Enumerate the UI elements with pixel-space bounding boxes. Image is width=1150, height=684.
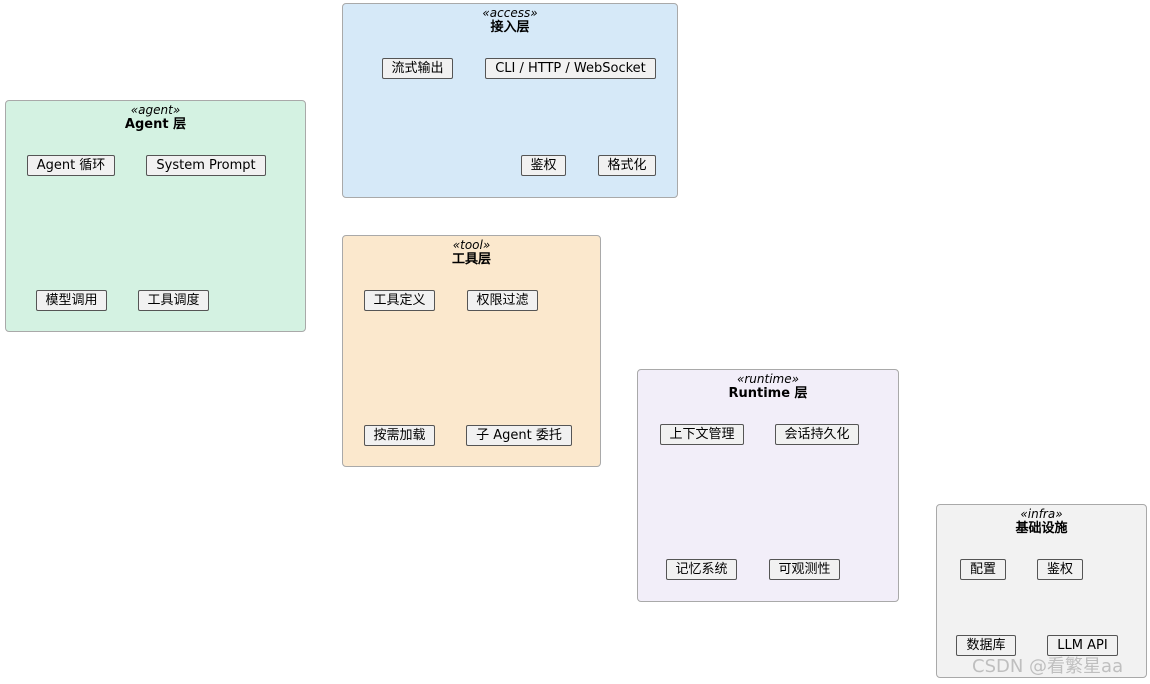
component-tool-dispatch[interactable]: 工具调度 <box>138 290 209 311</box>
component-observability[interactable]: 可观测性 <box>769 559 840 580</box>
package-title-access: 接入层 <box>490 20 530 35</box>
package-agent: «agent» Agent 层 Agent 循环 System Prompt 模… <box>5 100 306 332</box>
component-sub-agent-delegation[interactable]: 子 Agent 委托 <box>466 425 572 446</box>
component-agent-loop[interactable]: Agent 循环 <box>27 155 115 176</box>
package-access: «access» 接入层 流式输出 CLI / HTTP / WebSocket… <box>342 3 678 198</box>
package-tool: «tool» 工具层 工具定义 权限过滤 按需加载 子 Agent 委托 <box>342 235 601 467</box>
package-title-runtime: Runtime 层 <box>728 386 808 401</box>
component-auth-access[interactable]: 鉴权 <box>521 155 566 176</box>
component-context-management[interactable]: 上下文管理 <box>660 424 744 445</box>
stereotype-access: «access» <box>482 6 538 20</box>
stereotype-agent: «agent» <box>130 103 181 117</box>
stereotype-runtime: «runtime» <box>736 372 800 386</box>
component-formatting[interactable]: 格式化 <box>598 155 656 176</box>
component-model-call[interactable]: 模型调用 <box>36 290 107 311</box>
package-infra: «infra» 基础设施 配置 鉴权 数据库 LLM API <box>936 504 1147 678</box>
package-title-infra: 基础设施 <box>1015 521 1068 536</box>
stereotype-infra: «infra» <box>1020 507 1063 521</box>
component-on-demand-loading[interactable]: 按需加载 <box>364 425 435 446</box>
component-database[interactable]: 数据库 <box>956 635 1016 656</box>
component-streaming-output[interactable]: 流式输出 <box>382 58 453 79</box>
component-tool-definition[interactable]: 工具定义 <box>364 290 435 311</box>
package-runtime: «runtime» Runtime 层 上下文管理 会话持久化 记忆系统 可观测… <box>637 369 899 602</box>
component-memory-system[interactable]: 记忆系统 <box>666 559 737 580</box>
component-config[interactable]: 配置 <box>960 559 1006 580</box>
package-title-agent: Agent 层 <box>124 117 187 132</box>
component-system-prompt[interactable]: System Prompt <box>146 155 266 176</box>
stereotype-tool: «tool» <box>452 238 491 252</box>
component-permission-filter[interactable]: 权限过滤 <box>467 290 538 311</box>
component-session-persistence[interactable]: 会话持久化 <box>775 424 859 445</box>
component-llm-api[interactable]: LLM API <box>1047 635 1118 656</box>
package-title-tool: 工具层 <box>451 252 491 267</box>
component-auth-infra[interactable]: 鉴权 <box>1037 559 1083 580</box>
component-cli-http-websocket[interactable]: CLI / HTTP / WebSocket <box>485 58 656 79</box>
watermark: CSDN @看繁星aa <box>972 656 1124 677</box>
